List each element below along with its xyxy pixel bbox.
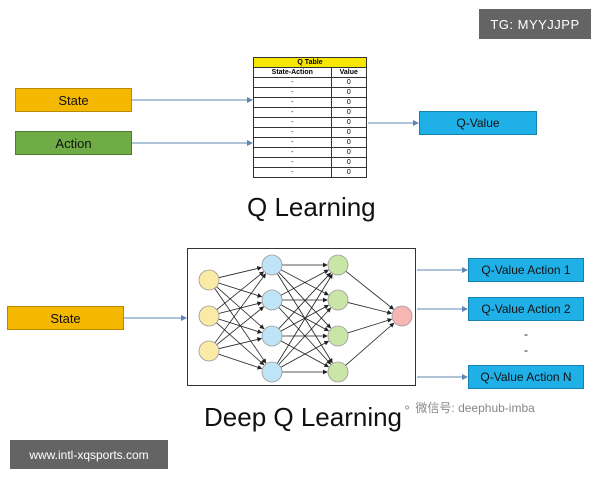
network-edge (218, 353, 263, 370)
q-learning-title: Q Learning (247, 192, 376, 222)
deep-q-learning-title: Deep Q Learning (204, 402, 403, 432)
q-action-box: Action (15, 131, 132, 155)
network-edge (347, 318, 393, 334)
url-badge-label: www.intl-xqsports.com (29, 447, 149, 462)
wechat-watermark: ⚬ 微信号: deephub-imba (402, 399, 535, 416)
network-edge (345, 270, 395, 310)
ellipsis-dash-1: - (524, 327, 528, 341)
q-value-box: Q-Value (419, 111, 537, 135)
q-table-row: -0 (253, 167, 368, 178)
network-node-layer-3 (327, 325, 349, 347)
network-node-layer-1 (198, 305, 220, 327)
network-edge (280, 269, 329, 296)
network-edge (214, 273, 266, 344)
dq-output-2-label: Q-Value Action 2 (481, 302, 571, 316)
network-edge (278, 272, 332, 329)
network-edge (216, 286, 265, 330)
network-edge (276, 273, 333, 364)
url-badge: www.intl-xqsports.com (10, 440, 168, 469)
network-node-layer-3 (327, 254, 349, 276)
wechat-icon: ⚬ (402, 401, 413, 415)
network-edge (216, 306, 265, 346)
dq-output-2: Q-Value Action 2 (468, 297, 584, 321)
ellipsis-dash-2: - (524, 343, 528, 357)
network-frame (187, 248, 416, 386)
network-node-layer-2 (261, 361, 283, 383)
dq-output-n-label: Q-Value Action N (480, 370, 572, 384)
network-edge (218, 282, 263, 298)
dq-output-1-label: Q-Value Action 1 (481, 263, 571, 277)
network-edge (345, 322, 395, 366)
network-edge (280, 304, 330, 332)
network-node-layer-2 (261, 254, 283, 276)
dq-state-label: State (50, 310, 81, 326)
q-table-cell-value: 0 (330, 167, 368, 178)
network-edge (218, 266, 263, 279)
network-edge (216, 271, 265, 311)
dq-output-n: Q-Value Action N (468, 365, 584, 389)
network-edge (347, 302, 393, 315)
network-node-layer-1 (198, 340, 220, 362)
q-state-box: State (15, 88, 132, 112)
dq-output-1: Q-Value Action 1 (468, 258, 584, 282)
network-node-layer-1 (198, 269, 220, 291)
q-value-label: Q-Value (456, 116, 500, 130)
network-edge (280, 340, 330, 368)
network-node-layer-3 (327, 289, 349, 311)
network-edge (280, 304, 330, 332)
network-edge (278, 307, 332, 365)
network-node-layer-3 (327, 361, 349, 383)
network-node-layer-2 (261, 289, 283, 311)
network-edge (280, 269, 329, 296)
wechat-watermark-text: 微信号: deephub-imba (415, 401, 535, 415)
q-state-label: State (58, 92, 89, 108)
tg-badge-label: TG: MYYJJPP (490, 16, 580, 32)
network-edge (218, 337, 263, 350)
network-node-layer-2 (261, 325, 283, 347)
network-node-layer-4 (391, 305, 413, 327)
q-table: Q Table State-Action Value -0-0-0-0-0-0-… (253, 57, 368, 178)
dq-state-box: State (7, 306, 124, 330)
q-action-label: Action (55, 135, 92, 151)
tg-badge: TG: MYYJJPP (479, 9, 591, 39)
